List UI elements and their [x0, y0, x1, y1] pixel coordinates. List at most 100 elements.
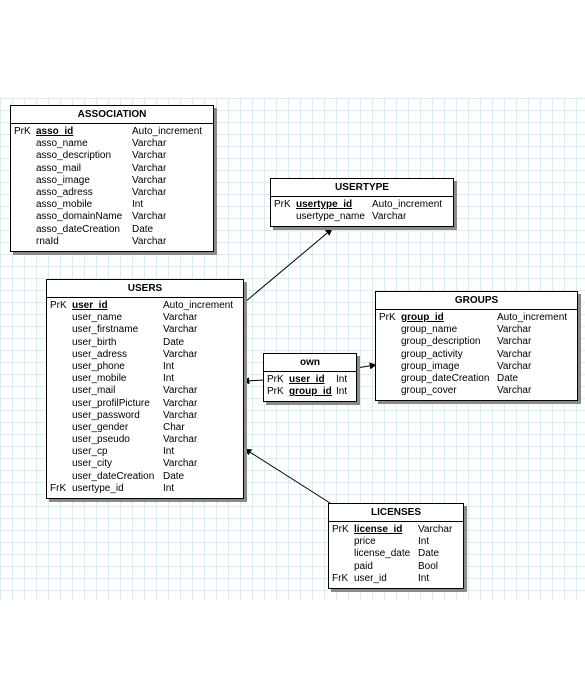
field-name: user_city: [72, 458, 113, 470]
field-row: user_dateCreation Date: [47, 471, 243, 483]
field-name: asso_description: [36, 150, 112, 162]
field-type: Varchar: [163, 458, 198, 470]
field-name: rnaId: [36, 235, 59, 247]
field-type: Varchar: [132, 150, 167, 162]
field-name: group_description: [401, 336, 481, 348]
field-name: user_password: [72, 409, 140, 421]
field-row: rnaId Varchar: [11, 236, 213, 248]
field-name: group_name: [401, 324, 458, 336]
entity-title: GROUPS: [376, 292, 577, 310]
field-type: Varchar: [372, 211, 407, 223]
field-type: Varchar: [497, 348, 532, 360]
field-type: Int: [163, 446, 175, 458]
field-name: group_id: [289, 386, 332, 398]
field-type: Varchar: [163, 397, 198, 409]
field-name: user_firstname: [72, 324, 139, 336]
field-name: user_dateCreation: [72, 470, 155, 482]
field-name: user_cp: [72, 446, 108, 458]
field-name: usertype_id: [72, 482, 124, 494]
field-type: Date: [163, 336, 185, 348]
field-type: Varchar: [132, 235, 167, 247]
field-type: Auto_increment: [132, 126, 203, 137]
field-name: group_dateCreation: [401, 372, 490, 384]
field-type: Date: [418, 548, 440, 560]
field-type: Varchar: [497, 324, 532, 336]
entity-title: USERS: [47, 280, 243, 298]
field-type: Auto_increment: [497, 312, 568, 323]
field-name: group_activity: [401, 348, 463, 360]
field-row: user_cp Int: [47, 446, 243, 458]
field-name: group_id: [401, 312, 444, 323]
field-type: Int: [418, 572, 430, 584]
field-type: Int: [336, 374, 348, 385]
entity-title: ASSOCIATION: [11, 106, 213, 124]
field-name: user_profilPicture: [72, 397, 150, 409]
licenses-to-users-arrow: [244, 448, 331, 504]
field-type: Int: [163, 482, 175, 494]
field-type: Int: [163, 360, 175, 372]
field-name: user_name: [72, 312, 123, 324]
field-type: Int: [163, 373, 175, 385]
field-name: user_birth: [72, 336, 117, 348]
field-type: Varchar: [163, 324, 198, 336]
field-row: group_name Varchar: [376, 324, 577, 336]
field-name: asso_adress: [36, 186, 93, 198]
field-type: Varchar: [132, 211, 167, 223]
field-type: Auto_increment: [372, 199, 443, 210]
own-to-groups-arrow: [355, 362, 377, 370]
field-name: asso_mail: [36, 162, 82, 174]
field-row: asso_dateCreation Date: [11, 224, 213, 236]
field-row: user_city Varchar: [47, 458, 243, 470]
field-type: Date: [497, 372, 519, 384]
users-to-usertype-arrow: [244, 228, 333, 303]
field-type: Auto_increment: [163, 300, 234, 311]
field-name: price: [354, 536, 376, 548]
field-name: asso_domainName: [36, 211, 123, 223]
field-key-type: PrK: [379, 312, 396, 323]
field-type: Char: [163, 421, 185, 433]
field-row: group_activity Varchar: [376, 349, 577, 361]
field-name: user_id: [354, 572, 387, 584]
field-name: usertype_id: [296, 199, 353, 210]
field-type: Varchar: [163, 312, 198, 324]
field-name: user_id: [289, 374, 325, 385]
field-name: asso_image: [36, 174, 90, 186]
field-type: Date: [132, 223, 154, 235]
field-name: asso_id: [36, 126, 74, 137]
field-type: Date: [163, 470, 185, 482]
field-key-type: PrK: [267, 386, 284, 398]
field-name: paid: [354, 560, 373, 572]
field-type: Varchar: [163, 385, 198, 397]
field-name: asso_dateCreation: [36, 223, 120, 235]
field-row: asso_domainName Varchar: [11, 211, 213, 223]
field-row: PrK group_id Auto_increment: [376, 312, 577, 324]
field-type: Varchar: [163, 348, 198, 360]
